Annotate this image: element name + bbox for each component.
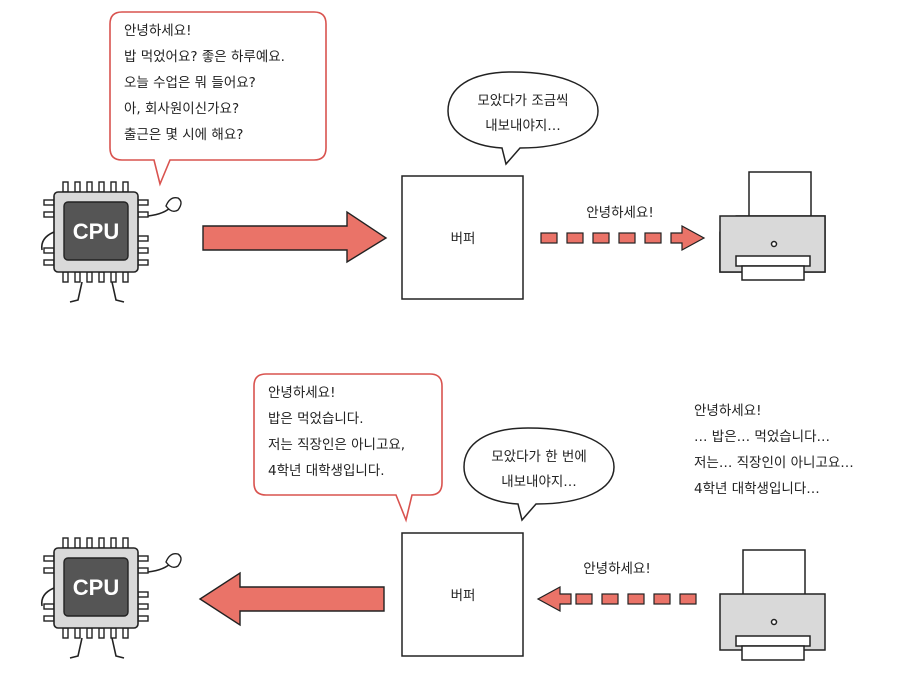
cpu-character: CPU (40, 537, 182, 659)
buffer-label: 버퍼 (451, 588, 476, 604)
buffer-bubble-line: 밥은 먹었습니다. (268, 411, 364, 427)
buffer-thought-bubble: 모았다가 한 번에 내보내야지… (463, 427, 615, 522)
buffer-bubble-line: 4학년 대학생입니다. (268, 463, 385, 479)
cpu-character: CPU (40, 181, 182, 303)
buffer-to-cpu-arrow (198, 571, 385, 627)
buffer-to-printer-dashed-arrow (540, 224, 706, 252)
buffer-box: 버퍼 (401, 175, 524, 300)
transfer-label: 안녕하세요! (586, 205, 654, 221)
buffer-box: 버퍼 (401, 532, 524, 657)
buffer-bubble-line: 안녕하세요! (268, 385, 336, 401)
transfer-label: 안녕하세요! (583, 561, 651, 577)
cpu-to-buffer-arrow (202, 210, 388, 264)
buffer-thought-line: 내보내야지… (501, 474, 577, 490)
cpu-label: CPU (73, 219, 119, 244)
buffer-thought-line: 모았다가 한 번에 (491, 449, 587, 465)
printer-text-line: 4학년 대학생입니다… (694, 481, 820, 497)
cpu-bubble-line: 오늘 수업은 뭐 들어요? (124, 75, 256, 91)
buffer-speech-bubble: 안녕하세요! 밥은 먹었습니다. 저는 직장인은 아니고요, 4학년 대학생입니… (253, 373, 443, 523)
printer-speech-text: 안녕하세요! … 밥은… 먹었습니다… 저는… 직장인이 아니고요… 4학년 대… (694, 403, 854, 497)
buffer-thought-bubble: 모았다가 조금씩 내보내야지… (447, 71, 599, 166)
printer-text-line: … 밥은… 먹었습니다… (694, 429, 830, 445)
buffer-label: 버퍼 (451, 231, 476, 247)
cpu-bubble-line: 밥 먹었어요? 좋은 하루예요. (124, 49, 285, 65)
cpu-label: CPU (73, 575, 119, 600)
printer-to-buffer-dashed-arrow (536, 585, 697, 613)
printer-text-line: 저는… 직장인이 아니고요… (694, 455, 854, 471)
cpu-bubble-line: 출근은 몇 시에 해요? (124, 127, 243, 143)
buffer-thought-line: 모았다가 조금씩 (477, 93, 568, 109)
printer-icon (719, 549, 826, 661)
cpu-speech-bubble: 안녕하세요! 밥 먹었어요? 좋은 하루예요. 오늘 수업은 뭐 들어요? 아,… (109, 11, 327, 187)
cpu-bubble-line: 안녕하세요! (124, 23, 192, 39)
buffer-bubble-line: 저는 직장인은 아니고요, (268, 437, 405, 453)
cpu-bubble-line: 아, 회사원이신가요? (124, 101, 239, 117)
printer-text-line: 안녕하세요! (694, 403, 762, 419)
printer-icon (719, 171, 826, 281)
buffer-thought-line: 내보내야지… (485, 118, 561, 134)
